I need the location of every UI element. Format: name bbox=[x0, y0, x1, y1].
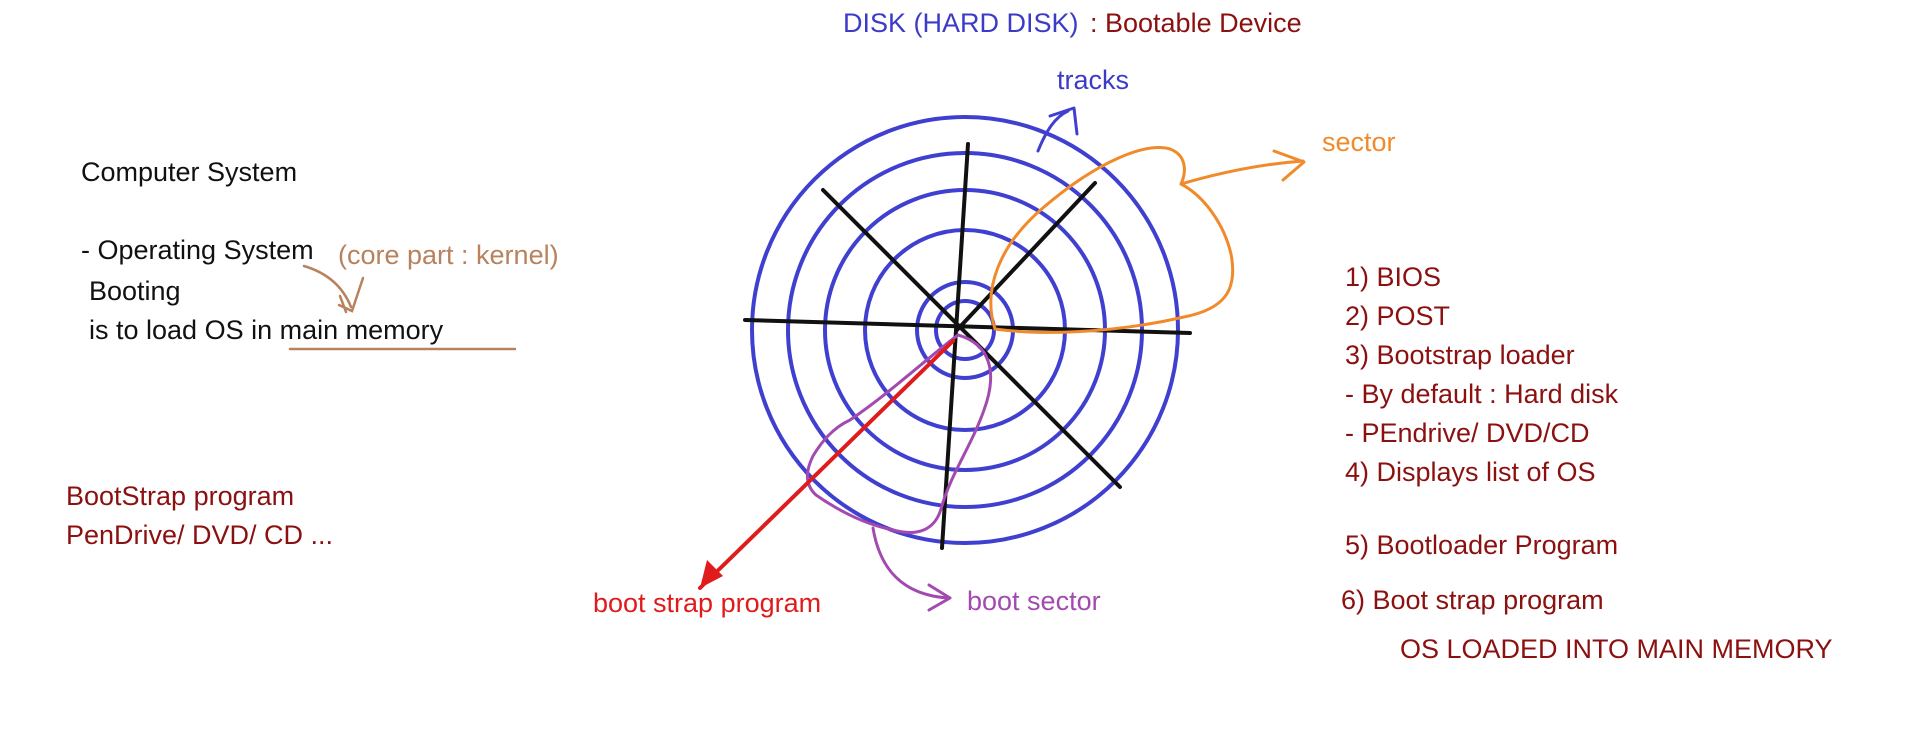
tracks-curve bbox=[1036, 109, 1070, 153]
core-part-arrow-2 bbox=[338, 294, 348, 314]
bootstrap-arrow-shaft bbox=[698, 339, 955, 590]
spoke-diagonal-left bbox=[821, 188, 1122, 489]
step-4: 4) Displays list of OS bbox=[1345, 457, 1596, 487]
booting-label: Booting bbox=[89, 276, 181, 306]
disk-title: DISK (HARD DISK) bbox=[843, 8, 1079, 38]
sector-pointer-head bbox=[1272, 149, 1306, 182]
sector-outline bbox=[989, 146, 1306, 334]
spoke-horizontal bbox=[743, 318, 1192, 335]
spoke-vertical bbox=[940, 142, 970, 550]
step-3: 3) Bootstrap loader bbox=[1345, 340, 1575, 370]
bootable-device-label: : Bootable Device bbox=[1090, 8, 1302, 38]
sector-label: sector bbox=[1322, 127, 1396, 157]
step-6: 6) Boot strap program bbox=[1341, 585, 1604, 615]
step-2: 2) POST bbox=[1345, 301, 1451, 331]
boot-sector-label: boot sector bbox=[967, 586, 1101, 616]
tracks-arrowhead bbox=[1048, 106, 1079, 136]
boot-sector-outline bbox=[805, 333, 993, 534]
disk-spokes bbox=[743, 142, 1192, 550]
bootstrap-program-note: BootStrap program bbox=[66, 481, 295, 511]
os-loaded-label: OS LOADED INTO MAIN MEMORY bbox=[1400, 634, 1833, 664]
step-5: 5) Bootloader Program bbox=[1345, 530, 1619, 560]
bootstrap-arrowhead bbox=[700, 560, 723, 588]
sector-pointer-line bbox=[1179, 159, 1305, 186]
step-3-default: - By default : Hard disk bbox=[1345, 379, 1619, 409]
step-3-media: - PEndrive/ DVD/CD bbox=[1345, 418, 1590, 448]
boot-sector-curve bbox=[805, 333, 993, 612]
disk-ring-1 bbox=[750, 115, 1180, 545]
bootstrap-arrow bbox=[698, 339, 955, 590]
operating-system-label: - Operating System bbox=[81, 235, 314, 265]
core-part-curve bbox=[302, 264, 353, 309]
boot-sector-pointer-line bbox=[871, 526, 950, 600]
media-note: PenDrive/ DVD/ CD ... bbox=[66, 520, 334, 550]
boot-sector-pointer-head bbox=[927, 583, 952, 612]
kernel-note-lines bbox=[288, 264, 517, 351]
step-1: 1) BIOS bbox=[1345, 262, 1442, 292]
load-os-label: is to load OS in main memory bbox=[89, 315, 444, 345]
bootstrap-program-label: boot strap program bbox=[593, 588, 822, 618]
core-part-label: (core part : kernel) bbox=[338, 240, 559, 270]
computer-system-label: Computer System bbox=[81, 157, 298, 187]
tracks-arrow bbox=[1036, 106, 1079, 153]
spoke-diagonal-right bbox=[955, 181, 1097, 332]
tracks-label: tracks bbox=[1057, 65, 1130, 95]
